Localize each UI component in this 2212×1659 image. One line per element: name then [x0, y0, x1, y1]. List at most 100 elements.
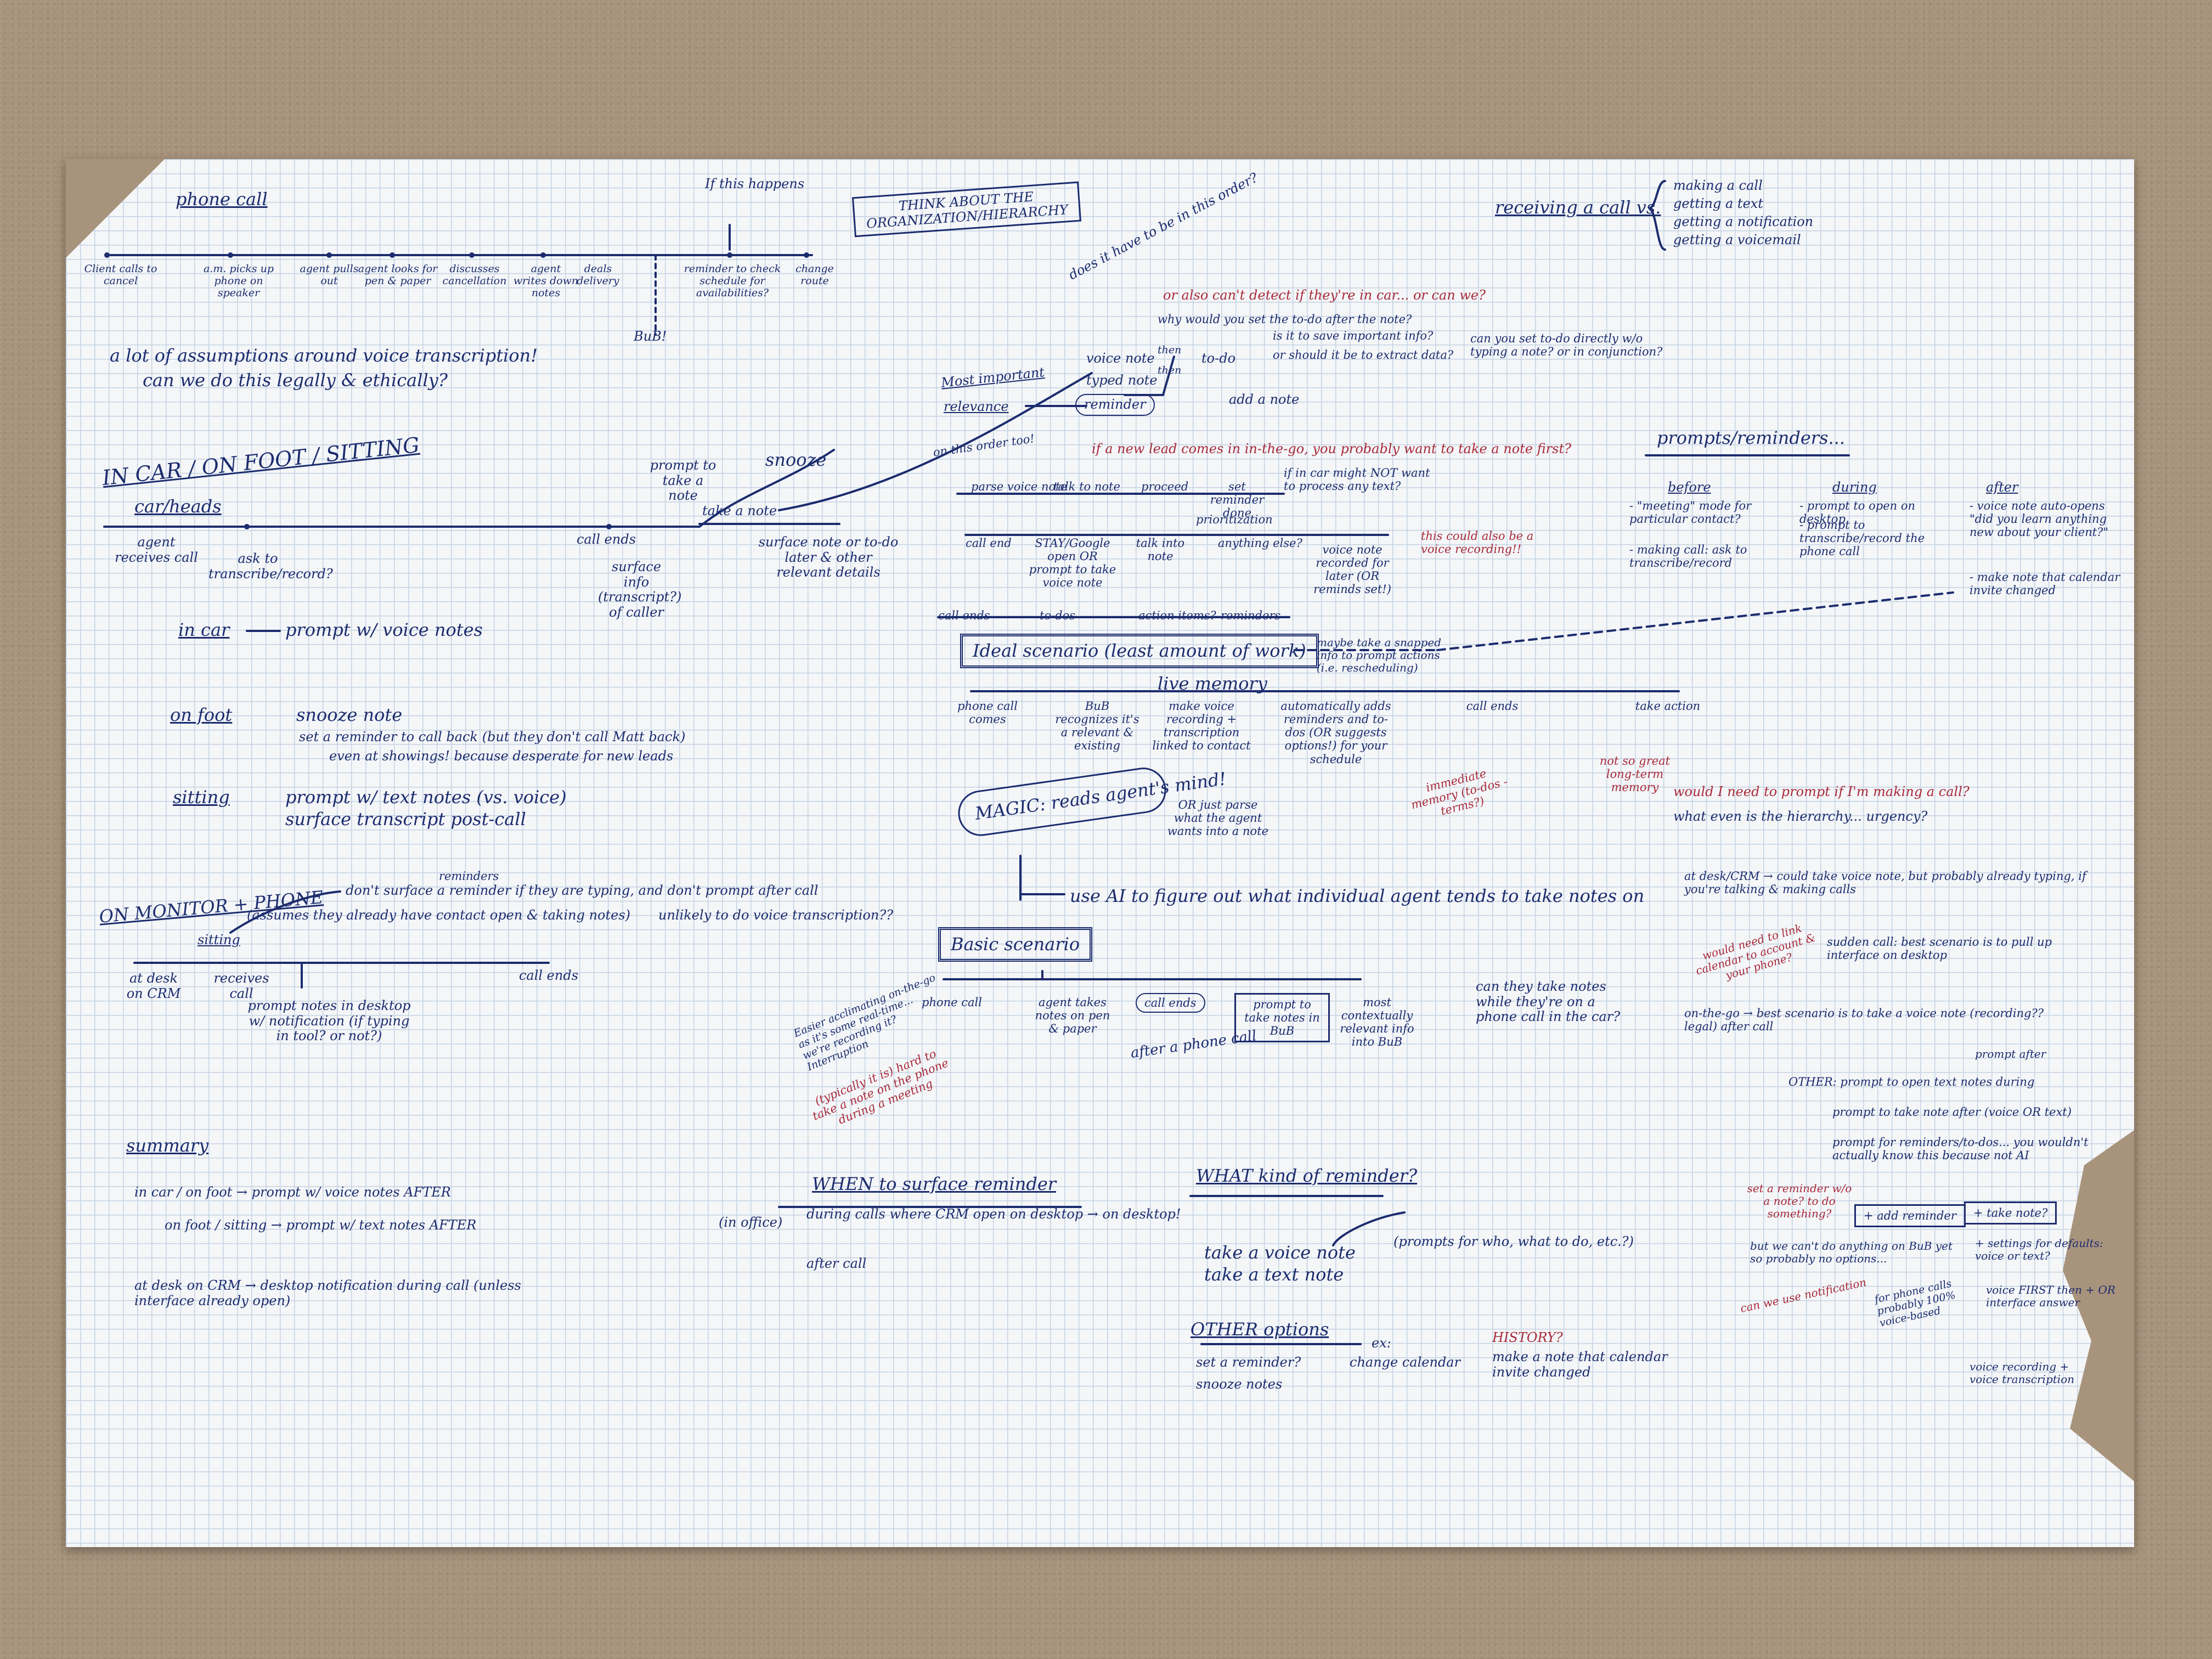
car-step: call ends [576, 532, 636, 547]
monitor-unlikely: unlikely to do voice transcription?? [658, 907, 894, 923]
why-note: why would you set the to-do after the no… [1158, 313, 1412, 326]
basic-step: most contextually relevant info into BuB [1340, 996, 1414, 1049]
on-foot-item: set a reminder to call back (but they do… [299, 729, 686, 744]
add-reminder-button[interactable]: + add reminder [1854, 1204, 1966, 1228]
red-prompt-q: would I need to prompt if I'm making a c… [1673, 784, 1970, 799]
ideal-step: talk to note [1053, 480, 1120, 493]
red-if: if a new lead comes in in-the-go, you pr… [1092, 441, 1571, 456]
monitor-rule: don't surface a reminder if they are typ… [346, 883, 819, 898]
what-item: take a voice note [1204, 1242, 1356, 1263]
on-foot-item: snooze note [296, 704, 403, 725]
receiving-label: receiving a call vs. [1495, 197, 1661, 218]
after-header: after [1986, 479, 2018, 495]
summary-line: in car / on foot → prompt w/ voice notes… [134, 1184, 451, 1200]
red-set: set a reminder w/o a note? to do somethi… [1747, 1182, 1852, 1220]
summary-line: at desk on CRM → desktop notification du… [134, 1278, 521, 1308]
what-item: take a text note [1204, 1264, 1344, 1285]
basic-step: prompt to take notes in BuB [1234, 993, 1330, 1043]
timeline-step: agent looks for pen & paper [358, 263, 438, 287]
car-process-q: if in car might NOT want to process any … [1284, 466, 1430, 493]
timeline-step: agent pulls out [300, 263, 359, 287]
other-note: OTHER: prompt to open text notes during [1788, 1075, 2035, 1088]
save-note: is it to save important info? [1273, 329, 1434, 342]
in-car-prompt: prompt w/ voice notes [285, 619, 483, 640]
basic-step: call ends [1136, 993, 1205, 1013]
car-step: surface info (transcript?) of caller [598, 559, 682, 620]
office-label: (in office) [719, 1215, 783, 1230]
voice-bracket: this could also be a voice recording!! [1421, 529, 1534, 556]
timeline-step: a.m. picks up phone on speaker [203, 263, 274, 299]
sitting-item: prompt w/ text notes (vs. voice) [285, 787, 567, 808]
reminder-pill: reminder [1075, 394, 1155, 416]
ideal-scenario-box: Ideal scenario (least amount of work) [960, 634, 1319, 668]
car-step: ask to transcribe/record? [208, 551, 333, 582]
summary-line: on foot / sitting → prompt w/ text notes… [165, 1217, 477, 1233]
after2-note: prompt to take note after (voice OR text… [1832, 1105, 2072, 1119]
mid-step: anything else? [1218, 537, 1302, 550]
extract-note: or should it be to extract data? [1273, 348, 1454, 362]
assumption-note: a lot of assumptions around voice transc… [110, 345, 538, 366]
bottom-step: call ends [1466, 699, 1519, 713]
car-note-q: can they take notes while they're on a p… [1476, 979, 1621, 1025]
monitor-step: call ends [518, 968, 579, 983]
bottom-step: take action [1635, 699, 1701, 713]
monitor-assume: (assumes they already have contact open … [247, 907, 630, 923]
label3: call ends [938, 609, 990, 622]
ideal-step: parse voice note [971, 480, 1068, 493]
basic-step: agent takes notes on pen & paper [1035, 996, 1110, 1036]
snooze-label: snooze [765, 449, 827, 470]
reminders-note: prompt for reminders/to-dos... you would… [1832, 1136, 2089, 1163]
mid-step: call end [966, 537, 1012, 550]
other-item: set a reminder? [1196, 1355, 1301, 1370]
timeline-step: Client calls to cancel [84, 263, 157, 287]
timeline-step: discusses cancellation [442, 263, 507, 287]
bottom-step: automatically adds reminders and to-dos … [1280, 699, 1391, 766]
assumption-note: can we do this legally & ethically? [143, 370, 448, 391]
before-item: - making call: ask to transcribe/record [1629, 543, 1747, 570]
then-label: then [1158, 364, 1182, 376]
surface-note: surface note or to-do later & other rele… [758, 534, 899, 580]
on-foot-label: on foot [170, 704, 233, 725]
summary-title: summary [126, 1135, 209, 1156]
receiving-item: getting a text [1673, 196, 1763, 211]
voice-note: voice note [1086, 351, 1155, 366]
monitor-sub: sitting [198, 932, 240, 947]
prompt-after: prompt after [1975, 1047, 2046, 1060]
receiving-item: making a call [1673, 178, 1763, 193]
when-title: WHEN to surface reminder [812, 1173, 1057, 1194]
typed-note: typed note [1086, 373, 1158, 388]
timeline-step: deals delivery [577, 263, 619, 287]
before-header: before [1668, 479, 1711, 495]
receiving-item: getting a notification [1673, 214, 1814, 229]
in-car-label: in car [178, 619, 230, 640]
ex-label: ex: [1372, 1335, 1391, 1351]
relevance: relevance [944, 399, 1009, 414]
hier-note: what even is the hierarchy... urgency? [1673, 809, 1928, 824]
timeline-step: change route [795, 263, 834, 287]
timeline-step: agent writes down notes [513, 263, 579, 299]
during-item: - prompt to transcribe/record the phone … [1799, 518, 1925, 558]
when-after: after call [806, 1256, 867, 1271]
settings-note: + settings for defaults: voice or text? [1975, 1237, 2103, 1262]
change-calendar: change calendar [1350, 1355, 1461, 1370]
red-question: or also can't detect if they're in car..… [1163, 287, 1486, 303]
sitting-item: surface transcript post-call [285, 809, 526, 830]
graph-paper [66, 159, 2134, 1547]
monitor-step: at desk on CRM [126, 970, 181, 1001]
timeline-step: reminder to check schedule for availabil… [684, 263, 781, 299]
monitor-reminders: reminders [439, 870, 499, 883]
when-during: during calls where CRM open on desktop →… [806, 1206, 1181, 1222]
on-foot-item: even at showings! because desperate for … [329, 748, 674, 764]
during-item: - prompt to open on desktop [1799, 499, 1916, 526]
bottom-step: BuB recognizes it's a relevant & existin… [1055, 699, 1139, 753]
take-note-label: take a note [702, 503, 777, 518]
basic-scenario-box: Basic scenario [938, 927, 1093, 962]
after-item: - make note that calendar invite changed [1970, 571, 2120, 597]
after-item: - voice note auto-opens "did you learn a… [1970, 499, 2109, 539]
bub-cant: but we can't do anything on BuB yet so p… [1750, 1239, 1953, 1265]
folded-corner [66, 159, 165, 258]
desk-note: at desk/CRM → could take voice note, but… [1684, 870, 2086, 896]
prompts-title: prompts/reminders... [1657, 427, 1846, 448]
take-note-button[interactable]: + take note? [1964, 1201, 2057, 1225]
